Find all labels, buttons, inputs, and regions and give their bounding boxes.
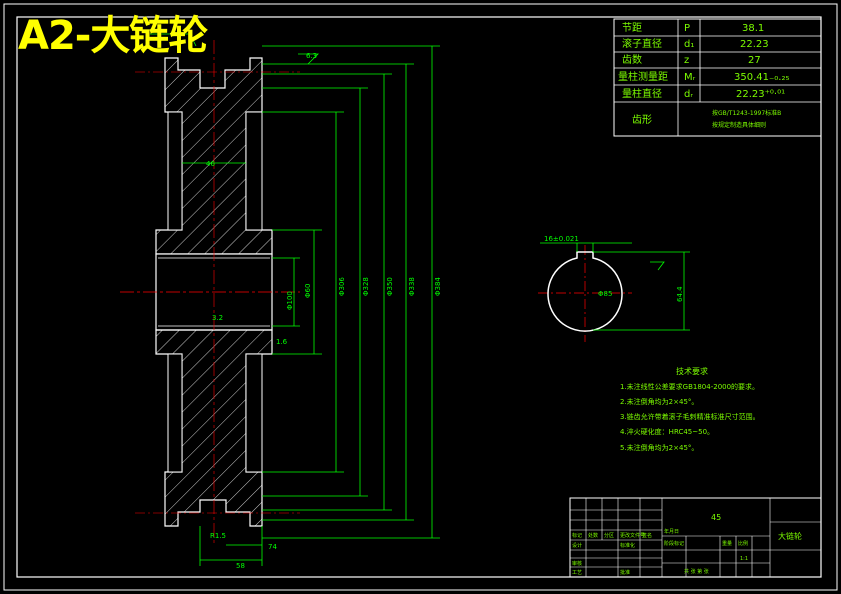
tb-row-label-2: 分区 xyxy=(604,532,614,539)
dim-d4: Φ328 xyxy=(362,277,370,296)
tech-heading: 技术要求 xyxy=(676,366,708,376)
param-val-1: 22.23 xyxy=(740,39,769,50)
param-sym-0: P xyxy=(684,23,690,34)
dim-keyway-depth: 64.4 xyxy=(676,286,684,302)
param-sym-1: d₁ xyxy=(684,39,694,50)
tb-role-design: 设计 xyxy=(572,542,582,549)
dim-bore: Φ85 xyxy=(598,290,612,298)
dim-s1: 3.2 xyxy=(212,314,223,322)
tb-std-label: 标准化 xyxy=(620,542,635,549)
diameter-dimensions xyxy=(150,33,440,566)
tech-item-2: 2.未注倒角均为2×45°。 xyxy=(620,397,698,406)
dim-d1: Φ384 xyxy=(434,277,442,296)
param-sym-3: Mᵣ xyxy=(684,72,696,83)
tech-item-3: 3.链齿允许带着滚子毛刺精准标准尺寸范围。 xyxy=(620,412,760,421)
param-name-2: 齿数 xyxy=(622,53,642,66)
dim-s3: 1.6 xyxy=(276,338,288,346)
param-name-4: 量柱直径 xyxy=(622,87,662,100)
param-val-3: 350.41₋₀.₂₅ xyxy=(734,72,789,83)
dim-w3: 74 xyxy=(268,543,277,551)
dim-d5: Φ306 xyxy=(338,277,346,296)
tb-ratio: 1:1 xyxy=(740,556,748,562)
parameter-table: 节距 P 38.1 滚子直径 d₁ 22.23 齿数 z 27 量柱测量距 Mᵣ… xyxy=(613,18,822,137)
dim-d3: Φ350 xyxy=(386,277,394,296)
outer-frame xyxy=(3,3,838,591)
param-name-1: 滚子直径 xyxy=(622,37,662,50)
dim-keyway-width: 16±0.021 xyxy=(544,235,579,243)
dim-d7: Φ100 xyxy=(286,291,294,310)
tb-role-review: 审核 xyxy=(572,560,582,567)
tech-item-1: 1.未注线性公差要求GB1804-2000的要求。 xyxy=(620,382,759,391)
dim-d6: Φ60 xyxy=(304,284,312,298)
dim-w1: 46 xyxy=(206,160,215,168)
inner-frame xyxy=(16,16,822,578)
tb-row-label-0: 标记 xyxy=(572,532,582,539)
technical-requirements: 技术要求 1.未注线性公差要求GB1804-2000的要求。 2.未注倒角均为2… xyxy=(620,366,760,452)
tooth-form-note-1: 按GB/T1243-1997标准B xyxy=(712,109,781,117)
sprocket-section-view xyxy=(120,40,300,545)
param-val-4: 22.23⁺⁰·⁰¹ xyxy=(736,89,785,100)
tech-item-4: 4.淬火硬化度：HRC45~50。 xyxy=(620,427,714,436)
tb-stage-label: 阶段标记 xyxy=(664,540,684,547)
tooth-form-note-2: 按规定制造具体细则 xyxy=(712,121,766,129)
tb-approve-label: 批准 xyxy=(620,569,630,576)
param-val-0: 38.1 xyxy=(742,23,764,34)
tb-part-name: 大链轮 xyxy=(778,531,802,541)
tb-row-label-4: 签名 xyxy=(642,532,652,539)
tb-material: 45 xyxy=(711,513,721,522)
tb-row-label-5: 年月日 xyxy=(664,528,679,535)
sheet-title: A2-大链轮 xyxy=(18,13,208,59)
dim-d2: Φ338 xyxy=(408,277,416,296)
param-val-2: 27 xyxy=(748,55,761,66)
param-sym-2: z xyxy=(684,55,689,66)
tb-role-process: 工艺 xyxy=(572,570,582,576)
title-block: 标记 处数 分区 更改文件号 签名 年月日 设计 审核 工艺 标准化 批准 阶段… xyxy=(569,497,822,578)
tb-scale-label: 比例 xyxy=(738,540,748,547)
tooth-form-label: 齿形 xyxy=(632,114,652,126)
param-name-3: 量柱测量距 xyxy=(618,70,668,83)
tb-weight-label: 重量 xyxy=(722,540,732,547)
tb-sheets-label: 共 张 第 张 xyxy=(684,568,709,575)
dim-cham: R1.5 xyxy=(210,532,226,540)
tech-item-5: 5.未注倒角均为2×45°。 xyxy=(620,443,698,452)
bore-circle-with-keyway xyxy=(547,251,623,332)
param-sym-4: dᵣ xyxy=(684,89,693,100)
tb-row-label-1: 处数 xyxy=(588,532,598,539)
dimension-labels: Φ384 Φ338 Φ350 Φ328 Φ306 Φ60 Φ100 46 58 … xyxy=(206,52,442,570)
bore-side-view: 16±0.021 64.4 Φ85 xyxy=(538,235,690,342)
param-name-0: 节距 xyxy=(622,22,642,34)
dim-w2: 58 xyxy=(236,562,245,570)
dim-s2: 6.3 xyxy=(306,52,317,60)
tb-row-label-3: 更改文件号 xyxy=(620,532,645,539)
